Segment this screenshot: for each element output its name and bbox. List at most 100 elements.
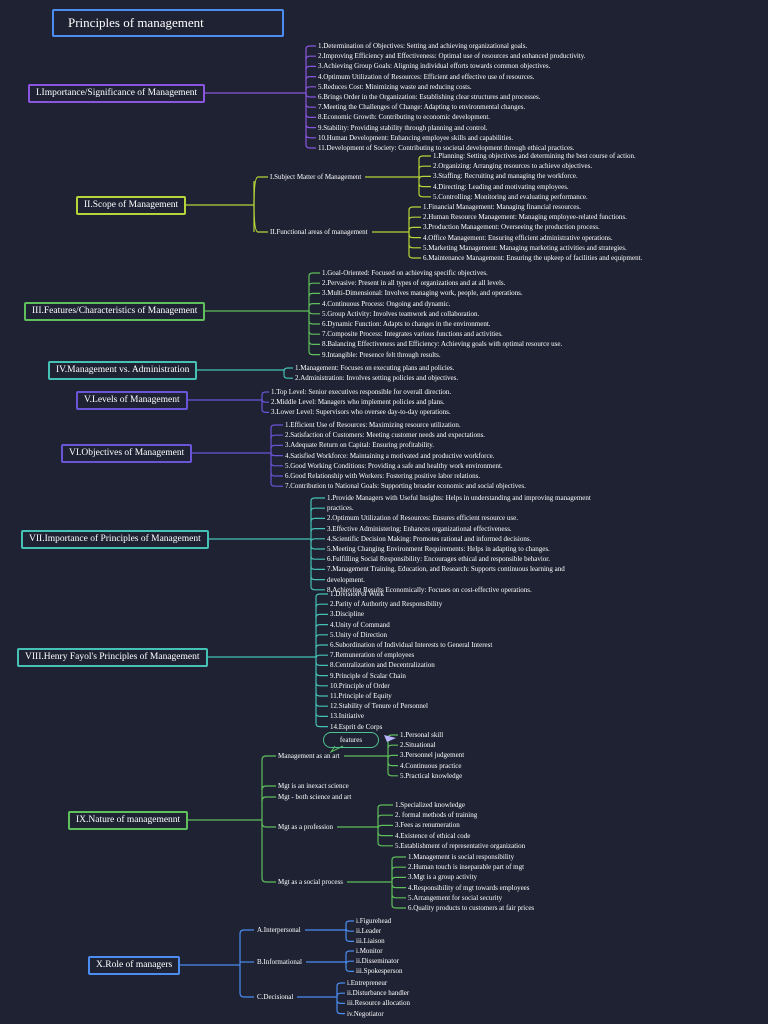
- list-item: 2.Administration: Involves setting polic…: [295, 374, 459, 383]
- connector-line: [315, 662, 328, 666]
- list-item: 11.Development of Society: Contributing …: [318, 144, 575, 152]
- connector-line: [305, 134, 316, 139]
- connector-line: [391, 904, 406, 909]
- connector-line: [308, 341, 320, 345]
- features-callout: features: [323, 732, 379, 748]
- connector-line: [315, 593, 328, 598]
- connector-line: [261, 877, 276, 883]
- connector-line: [283, 367, 293, 372]
- list-item: 2.Improving Efficiency and Effectiveness…: [318, 52, 586, 61]
- subtopic-label: Management as an art: [278, 752, 340, 760]
- list-item: 3.Mgt is a group activity: [408, 873, 478, 882]
- connector-line: [270, 452, 283, 457]
- list-item: ii.Disturbance handler: [347, 989, 410, 998]
- connector-line: [283, 375, 293, 379]
- connector-line: [408, 226, 421, 231]
- list-item: 1.Division of Work: [330, 590, 384, 598]
- list-item: 3.Effective Administering: Enhances orga…: [327, 524, 512, 533]
- connector-line: [315, 692, 328, 697]
- section-s6[interactable]: VI.Objectives of Management: [61, 444, 193, 463]
- connector-line: [308, 292, 320, 297]
- list-item: 4.Satisfied Workforce: Maintaining a mot…: [285, 451, 495, 460]
- connector-line: [315, 672, 328, 677]
- list-item: 1.Efficient Use of Resources: Maximizing…: [285, 421, 461, 429]
- list-item: 12.Stability of Tenure of Personnel: [330, 702, 428, 711]
- list-item: 4.Responsibility of mgt towards employee…: [408, 883, 530, 892]
- connector-line: [310, 507, 325, 512]
- connector-line: [315, 613, 328, 618]
- connector-line: [270, 472, 283, 477]
- connector-line: [315, 644, 328, 649]
- connector-line: [308, 272, 320, 277]
- section-s4[interactable]: IV.Management vs. Administration: [48, 361, 198, 380]
- section-s5[interactable]: V.Levels of Management: [76, 391, 188, 410]
- list-item: 1.Top Level: Senior executives responsib…: [271, 388, 452, 396]
- connector-line: [305, 93, 316, 98]
- connector-line: [408, 234, 421, 239]
- list-item: 7.Meeting the Challenges of Change: Adap…: [318, 103, 526, 112]
- list-item: 2.Human Resource Management: Managing em…: [423, 213, 627, 222]
- connector-line: [345, 928, 354, 932]
- list-item: 6.Dynamic Function: Adapts to changes in…: [322, 320, 491, 328]
- connector-line: [270, 462, 283, 467]
- connector-line: [345, 950, 354, 955]
- connector-line: [387, 762, 398, 767]
- list-item: 7.Composite Process: Integrates various …: [322, 330, 503, 339]
- list-item: 5.Meeting Changing Environment Requireme…: [327, 545, 550, 553]
- section-s3[interactable]: III.Features/Characteristics of Manageme…: [24, 302, 206, 321]
- list-item: iii.Spokesperson: [356, 967, 403, 976]
- list-item: i.Figurehead: [356, 917, 392, 925]
- list-item: 2.Pervasive: Present in all types of org…: [322, 279, 506, 288]
- list-item: 1.Determination of Objectives: Setting a…: [318, 42, 528, 50]
- connector-line: [270, 444, 283, 449]
- list-item: 5.Controlling: Monitoring and evaluating…: [433, 192, 588, 201]
- connector-line: [305, 104, 316, 108]
- connector-line: [305, 86, 316, 90]
- list-item: 5.Establishment of representative organi…: [395, 841, 526, 850]
- connector-line: [408, 244, 421, 249]
- list-item: 4.Scientific Decision Making: Promotes r…: [327, 534, 532, 543]
- list-item: 9.Stability: Providing stability through…: [318, 123, 488, 132]
- list-item: 5.Reduces Cost: Minimizing waste and red…: [318, 82, 472, 91]
- list-item: 4.Continuous practice: [400, 761, 462, 770]
- list-item: 3.Personnel judgement: [400, 751, 465, 760]
- connector-line: [305, 55, 316, 60]
- root-title[interactable]: Principles of management: [52, 9, 284, 37]
- list-item: 5.Marketing Management: Managing marketi…: [423, 243, 627, 252]
- list-item: 8.Achieving Results Economically: Focuse…: [327, 585, 532, 594]
- section-s10[interactable]: X.Role of managers: [88, 956, 181, 975]
- connector-line: [315, 603, 328, 608]
- list-item: iii.Liaison: [356, 937, 385, 946]
- list-item: 4.Directing: Leading and motivating empl…: [433, 182, 569, 191]
- connector-line: [253, 176, 268, 206]
- section-s2[interactable]: II.Scope of Management: [76, 196, 187, 215]
- connector-line: [336, 982, 345, 987]
- list-item: 6.Quality products to customers at fair …: [408, 904, 535, 912]
- list-item: 4.Existence of ethical code: [395, 831, 471, 840]
- list-item: 3.Multi-Dimensional: Involves managing w…: [322, 289, 523, 298]
- connector-line: [308, 351, 320, 356]
- connector-line: [261, 391, 269, 396]
- connector-line: [308, 320, 320, 325]
- connector-line: [315, 634, 328, 638]
- list-item: 6.Maintenance Management: Ensuring the u…: [423, 254, 643, 262]
- connector-line: [305, 144, 316, 149]
- section-s7[interactable]: VII.Importance of Principles of Manageme…: [21, 530, 209, 549]
- connector-line: [418, 183, 431, 188]
- connector-line: [253, 204, 268, 233]
- section-s8[interactable]: VIII.Henry Fayol's Principles of Managem…: [17, 648, 208, 667]
- section-s1[interactable]: I.Importance/Significance of Management: [28, 84, 206, 103]
- connector-line: [387, 772, 398, 777]
- connector-line: [391, 866, 406, 871]
- list-item: 2.Middle Level: Managers who implement p…: [271, 398, 445, 407]
- list-item: 2.Human touch is inseparable part of mgt: [408, 863, 525, 872]
- connector-line: [305, 45, 316, 50]
- flag-icon: [384, 735, 396, 742]
- connector-line: [308, 310, 320, 315]
- list-item: 10.Principle of Order: [330, 681, 390, 690]
- list-item: 1.Management is social responsibility: [408, 853, 515, 861]
- list-item: 3.Discipline: [330, 610, 365, 619]
- list-item: 6.Fulfilling Social Responsibility: Enco…: [327, 555, 550, 564]
- section-s9[interactable]: IX.Nature of managemennt: [68, 811, 189, 830]
- connector-line: [261, 822, 276, 828]
